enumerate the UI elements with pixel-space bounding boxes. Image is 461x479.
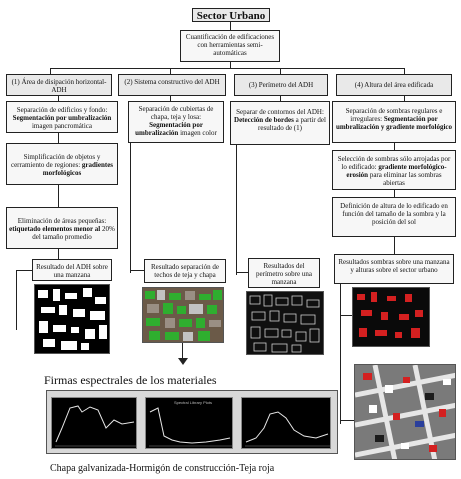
connector xyxy=(230,22,231,30)
connector xyxy=(340,284,341,424)
col4-shadow-image xyxy=(352,287,430,347)
col4-step1: Separación de sombras regulares e irregu… xyxy=(332,101,456,143)
connector xyxy=(130,143,131,273)
col1-step1: Separación de edificios y fondo: Segment… xyxy=(6,101,118,133)
quantification-box: Cuantificación de edificaciones con herr… xyxy=(180,30,280,62)
spectral-plot-3 xyxy=(241,397,331,449)
connector xyxy=(230,62,231,68)
connector xyxy=(16,270,17,330)
connector xyxy=(340,420,354,421)
connector xyxy=(58,133,59,143)
col4-header: (4) Altura del área edificada xyxy=(336,74,452,96)
col1-result-image xyxy=(34,284,110,354)
connector xyxy=(182,343,183,359)
root-title-box: Sector Urbano xyxy=(192,8,270,22)
connector xyxy=(394,237,395,254)
connector xyxy=(394,143,395,150)
spectral-plot-2-title: Spectral Library Plots xyxy=(174,400,212,405)
col4-result: Resultados sombras sobre una manzana y a… xyxy=(334,254,454,284)
spectral-plot-1 xyxy=(51,397,137,449)
col1-result: Resultado del ADH sobre una manzana xyxy=(32,259,112,281)
col4-step2: Selección de sombras sólo arrojadas por … xyxy=(332,150,456,190)
col1-header: (1) Área de disipación horizontal- ADH xyxy=(6,74,112,96)
col4-step3: Definición de altura de lo edificado en … xyxy=(332,197,456,237)
col3-result-image xyxy=(246,291,324,355)
connector xyxy=(236,272,248,273)
col2-result-image xyxy=(142,287,224,343)
spectral-title: Firmas espectrales de los materiales xyxy=(44,373,217,387)
connector xyxy=(58,185,59,207)
col2-result: Resultado separación de techos de teja y… xyxy=(144,259,226,283)
spectral-caption: Chapa galvanizada-Hormigón de construcci… xyxy=(50,463,275,474)
col2-step1: Separación de cubiertas de chapa, teja y… xyxy=(128,101,224,143)
connector xyxy=(404,96,405,101)
col3-result: Resultados del perímetro sobre una manza… xyxy=(248,258,320,288)
spectral-frame: Spectral Library Plots xyxy=(46,390,338,454)
connector xyxy=(170,68,171,74)
connector xyxy=(340,315,352,316)
connector xyxy=(50,68,405,69)
col2-header: (2) Sistema constructivo del ADH xyxy=(118,74,226,96)
connector xyxy=(130,270,144,271)
connector xyxy=(236,145,237,275)
connector xyxy=(394,190,395,197)
col1-step2: Simplificación de objetos y cerramiento … xyxy=(6,143,118,185)
connector xyxy=(170,96,171,101)
col3-step1: Separar de contornos del ADH: Detección … xyxy=(230,101,330,145)
spectral-plot-2: Spectral Library Plots xyxy=(145,397,233,449)
connector xyxy=(280,96,281,101)
connector xyxy=(58,249,59,259)
col4-height-image xyxy=(354,364,456,460)
connector xyxy=(16,270,32,271)
connector xyxy=(50,68,51,74)
connector xyxy=(280,68,281,74)
col3-header: (3) Perímetro del ADH xyxy=(234,74,328,96)
col1-step3: Eliminación de áreas pequeñas: etiquetad… xyxy=(6,207,118,249)
root-title: Sector Urbano xyxy=(196,10,266,22)
connector xyxy=(58,96,59,101)
connector xyxy=(404,68,405,74)
down-arrow-icon xyxy=(178,358,188,365)
